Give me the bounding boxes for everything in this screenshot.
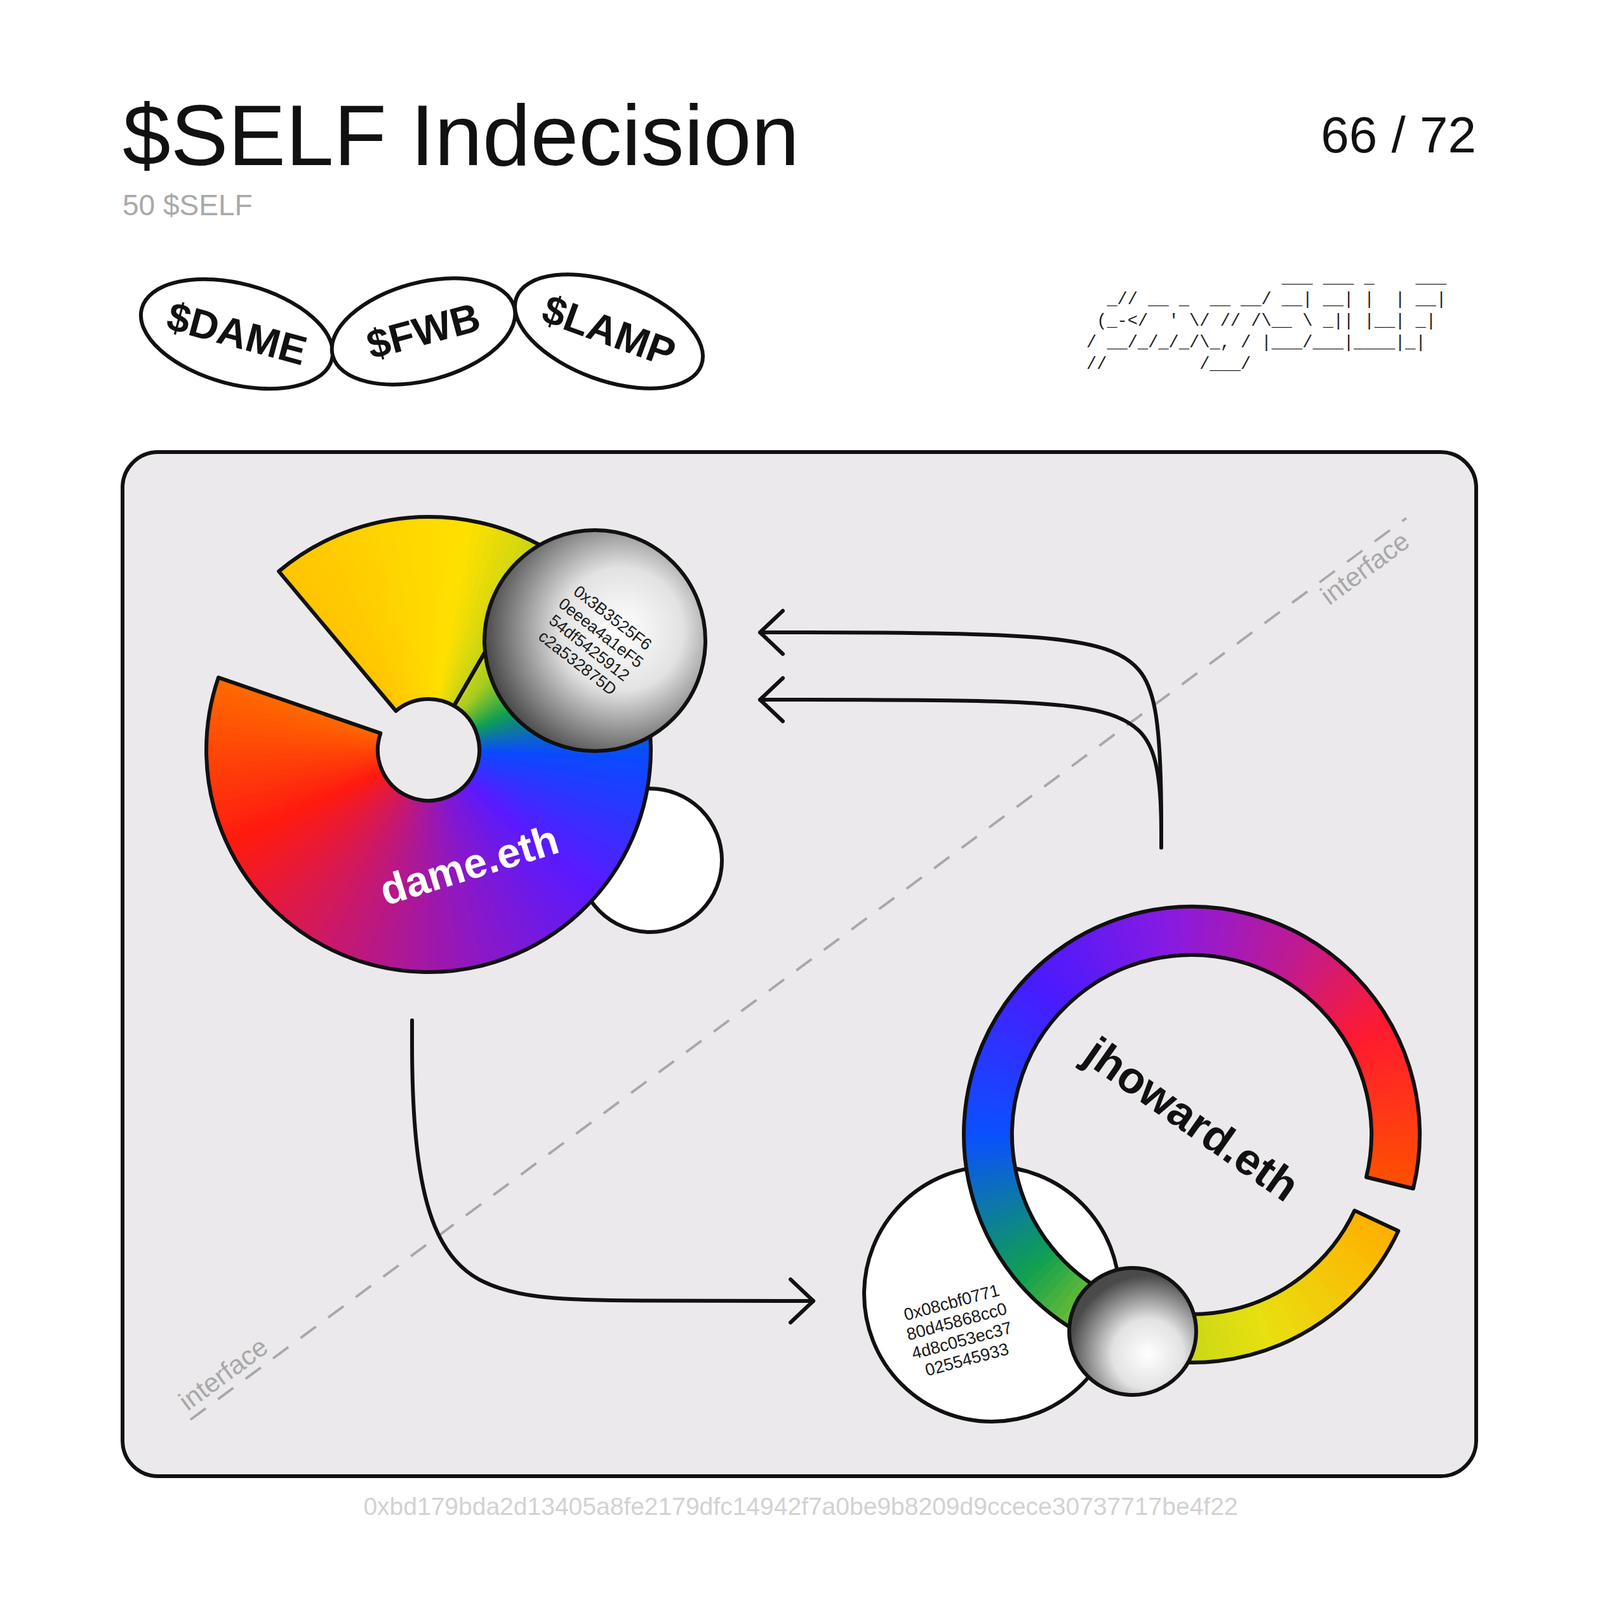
interface-line xyxy=(190,518,1407,1420)
chrome-bead xyxy=(1069,1267,1197,1395)
tag-ellipse xyxy=(128,260,345,409)
tag-ellipse xyxy=(320,259,527,403)
connector-arrow xyxy=(760,632,1162,848)
shape-outline xyxy=(963,906,1420,1363)
connector-arrow xyxy=(412,1020,814,1301)
page-title: $SELF Indecision xyxy=(122,92,800,179)
ascii-art-line: ___ ___ _ ___ xyxy=(1086,267,1447,289)
panel xyxy=(122,452,1477,1477)
white-circle xyxy=(864,1166,1120,1422)
token-tag: $FWB xyxy=(317,257,529,406)
node-name: jhoward.eth xyxy=(1074,1026,1309,1212)
tag-ellipse xyxy=(499,252,719,412)
token-amount: 50 $SELF xyxy=(122,190,253,220)
address-sphere: 0x3B3525F6 0eeea4a1eF5 54df5425912 c2a53… xyxy=(482,528,708,754)
hash-watermark: 0xbd179bda2d13405a8fe2179dfc14942f7a0be9… xyxy=(363,1493,1238,1519)
ascii-art-line: _// __ _ __ __/ __| __| | | __| xyxy=(1086,288,1447,311)
ascii-art-line: (_-</ ' \/ // /\__ \ _|| |__| _| xyxy=(1086,310,1437,333)
ascii-art-line: / __/_/_/_/\_, / |___/___|____|_| xyxy=(1086,332,1427,354)
connector-arrow xyxy=(760,699,1162,848)
ascii-art-line: // /___/ xyxy=(1086,353,1251,376)
page-counter: 66 / 72 xyxy=(1320,109,1477,161)
token-tag: $DAME xyxy=(126,257,348,411)
token-tag: $LAMP xyxy=(497,249,721,414)
chrome-sphere xyxy=(484,530,706,752)
identity-ring: jhoward.eth xyxy=(961,904,1422,1365)
